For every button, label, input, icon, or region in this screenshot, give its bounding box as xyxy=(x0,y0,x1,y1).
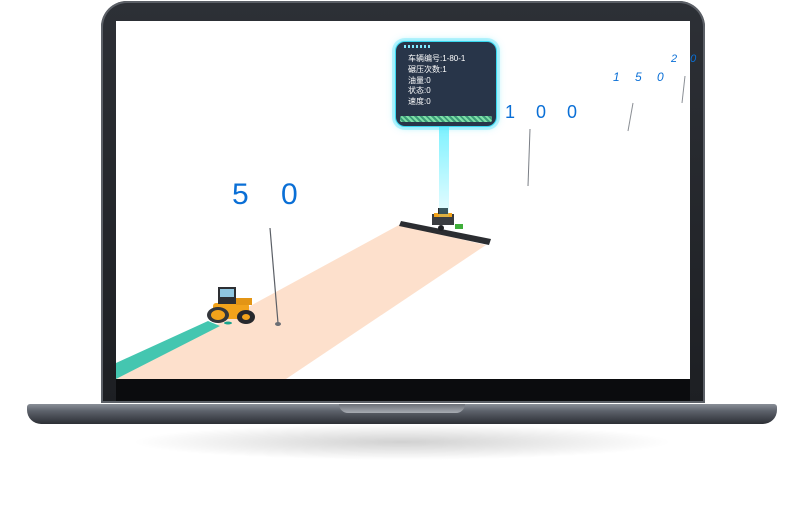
status-text: 状态:0 xyxy=(408,86,431,96)
paved-strip xyxy=(116,225,486,379)
roll-count-text: 碾压次数:1 xyxy=(408,64,447,74)
distance-marker-150: 1 5 0 xyxy=(613,70,670,84)
vehicle-link-beam xyxy=(439,125,449,217)
laptop-base xyxy=(27,404,777,424)
distance-marker-100: 1 0 0 xyxy=(505,102,586,122)
vehicle-id-text: 车辆编号:1-80-1 xyxy=(408,54,466,63)
marker-pole-50-base xyxy=(275,322,281,326)
marker-pole-50 xyxy=(269,227,279,324)
vehicle-info-panel[interactable]: 车辆编号:1-80-1 碾压次数:1 油量:0 状态:0 速度:0 xyxy=(395,41,497,127)
distance-marker-50: 5 0 xyxy=(232,178,310,211)
panel-stripe-decoration xyxy=(400,116,492,122)
road-roller-icon[interactable] xyxy=(207,287,255,325)
laptop-screen-chin xyxy=(116,379,690,401)
fuel-text: 油量:0 xyxy=(408,75,431,85)
marker-pole-100 xyxy=(527,128,531,187)
laptop-shadow xyxy=(130,424,674,460)
paving-3d-viewport[interactable]: 车辆编号:1-80-1 碾压次数:1 油量:0 状态:0 速度:0 5 0 1 … xyxy=(116,21,696,379)
rolled-strip xyxy=(116,321,220,379)
laptop-hinge-notch xyxy=(339,404,465,413)
marker-pole-200 xyxy=(681,75,686,104)
distance-marker-200: 2 0 xyxy=(671,53,702,65)
marker-pole-150 xyxy=(627,102,634,132)
speed-text: 速度:0 xyxy=(408,97,431,107)
panel-top-decoration xyxy=(404,45,430,48)
